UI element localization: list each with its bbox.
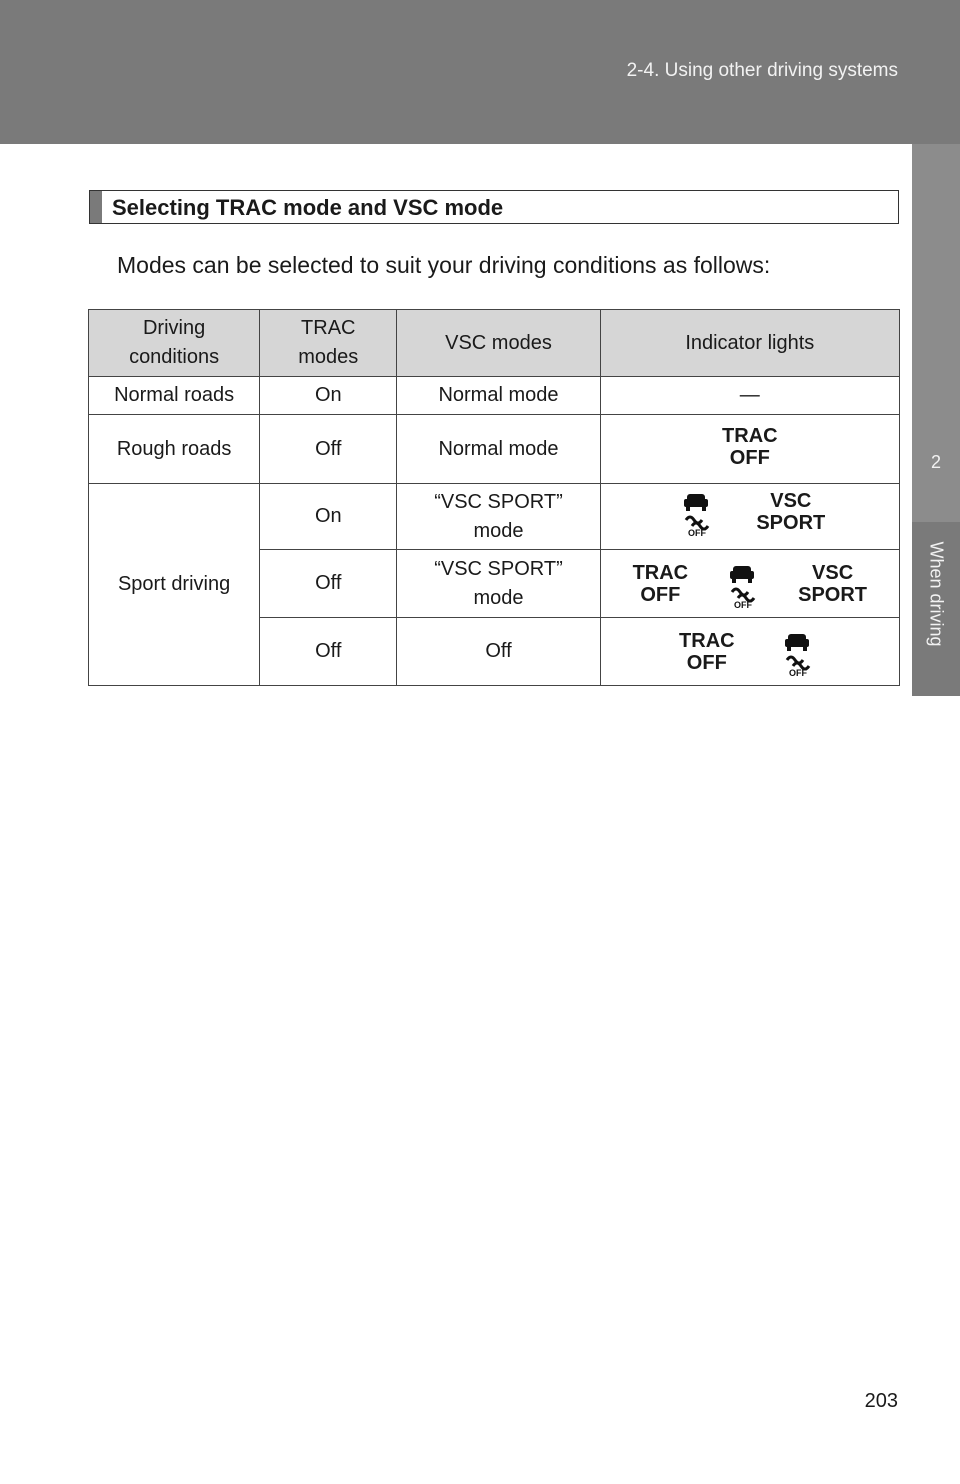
cell-indicator: TRAC OFF OFF (599, 617, 901, 686)
trac-off-indicator: TRAC OFF (722, 425, 778, 469)
cell-indicator: — (599, 376, 901, 415)
cell-vsc: Normal mode (396, 414, 601, 484)
skid-control-off-icon: OFF (684, 494, 710, 538)
section-heading: Selecting TRAC mode and VSC mode (89, 190, 899, 224)
vsc-sport-indicator: VSC SPORT (798, 561, 868, 606)
cell-vsc: “VSC SPORT” mode (396, 483, 601, 550)
cell-vsc: Off (396, 617, 601, 686)
header-vsc-modes: VSC modes (396, 309, 601, 377)
cell-indicator: TRAC OFF OFF VSC SPORT (599, 549, 901, 618)
table-row: Sport driving On “VSC SPORT” mode OFF VS… (87, 483, 901, 686)
svg-text:OFF: OFF (789, 668, 807, 678)
cell-trac: Off (259, 617, 398, 686)
cell-condition: Normal roads (87, 376, 261, 415)
svg-text:OFF: OFF (688, 528, 706, 538)
intro-paragraph: Modes can be selected to suit your drivi… (117, 252, 771, 278)
cell-indicator: TRAC OFF (599, 414, 901, 484)
table-row: Off Off TRAC OFF OFF (89, 617, 901, 686)
cell-trac: Off (259, 414, 398, 484)
header-section-title: 2-4. Using other driving systems (626, 60, 898, 81)
svg-text:OFF: OFF (734, 600, 752, 610)
cell-vsc: “VSC SPORT” mode (396, 549, 601, 618)
trac-off-indicator: TRAC OFF (632, 561, 689, 606)
header-driving-conditions: Driving conditions (87, 309, 261, 377)
skid-control-off-icon: OFF (730, 565, 756, 610)
cell-indicator: OFF VSC SPORT (599, 483, 901, 550)
vsc-sport-indicator: VSC SPORT (756, 490, 826, 534)
cell-trac: On (259, 376, 398, 415)
cell-trac: Off (259, 549, 398, 618)
chapter-title: When driving (926, 541, 947, 647)
cell-vsc: Normal mode (396, 376, 601, 415)
header-indicator-lights: Indicator lights (599, 309, 901, 377)
table-row: Normal roads On Normal mode — (87, 376, 901, 415)
page-header-band: 2-4. Using other driving systems (0, 0, 960, 144)
chapter-number: 2 (930, 452, 941, 472)
page-number: 203 (864, 1390, 898, 1412)
skid-control-off-icon: OFF (784, 633, 810, 678)
trac-off-indicator: TRAC OFF (679, 629, 735, 674)
table-row: Rough roads Off Normal mode TRAC OFF (87, 414, 901, 484)
chapter-side-tab-upper (912, 144, 960, 522)
table-row: Off “VSC SPORT” mode TRAC OFF OFF (89, 549, 901, 618)
modes-table: Driving conditions TRAC modes VSC modes … (87, 309, 901, 686)
section-heading-text: Selecting TRAC mode and VSC mode (112, 195, 504, 220)
cell-trac: On (259, 483, 398, 550)
cell-condition: Rough roads (87, 414, 261, 484)
table-header-row: Driving conditions TRAC modes VSC modes … (87, 309, 901, 377)
cell-condition: Sport driving (87, 483, 261, 686)
header-trac-modes: TRAC modes (259, 309, 398, 377)
